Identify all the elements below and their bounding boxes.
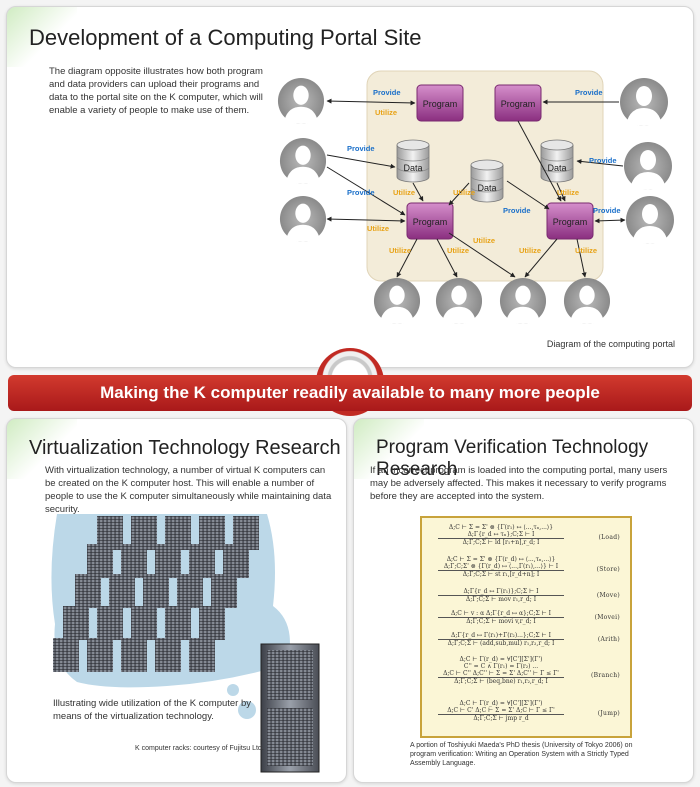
diagram-caption: Diagram of the computing portal	[546, 339, 675, 349]
user-icon	[624, 142, 672, 190]
illustration-caption: Illustrating wide utilization of the K c…	[53, 698, 252, 722]
user-icon	[563, 277, 611, 325]
utilize-label: Utilize	[519, 246, 541, 255]
utilize-label: Utilize	[453, 188, 475, 197]
program-label: Program	[553, 217, 588, 227]
user-icon	[279, 137, 327, 185]
user-icon	[626, 196, 674, 244]
k-computer-rack	[260, 643, 320, 773]
user-icon	[435, 277, 483, 325]
image-credit: K computer racks: courtesy of Fujitsu Lt…	[135, 745, 264, 752]
provide-label: Provide	[347, 188, 375, 197]
utilize-label: Utilize	[393, 188, 415, 197]
data-label: Data	[477, 183, 496, 193]
corner-accent	[7, 419, 77, 479]
data-database-icon	[396, 139, 430, 183]
utilize-label: Utilize	[375, 108, 397, 117]
portal-description: The diagram opposite illustrates how bot…	[49, 66, 263, 116]
program-label: Program	[423, 99, 458, 109]
flow-arrows	[326, 98, 626, 278]
cloud-bubble	[227, 684, 239, 696]
portal-panel: Development of a Computing Portal Site T…	[6, 6, 694, 368]
verification-panel: Program Verification Technology Research…	[353, 418, 694, 783]
rule-store: Δ;C ⊢ Σ = Σ' ⊗ {Γ(r_d) ↦ ⟨...,τₙ,...⟩}Δ;…	[428, 556, 624, 586]
server-rack-grid	[53, 516, 259, 672]
cloud-bubble	[238, 701, 256, 719]
utilize-label: Utilize	[473, 236, 495, 245]
utilize-label: Utilize	[367, 224, 389, 233]
provide-label: Provide	[575, 88, 603, 97]
user-icon	[620, 78, 668, 126]
verification-title: Program Verification Technology Research	[376, 437, 649, 480]
computing-portal-diagram: Data Data Data Program Program Program P…	[277, 70, 674, 325]
corner-accent	[354, 419, 424, 479]
user-icon	[373, 277, 421, 325]
virtualization-panel: Virtualization Technology Research With …	[6, 418, 347, 783]
verification-description: If an incorrect program is loaded into t…	[370, 465, 668, 502]
provide-label: Provide	[593, 206, 621, 215]
user-icon	[279, 195, 327, 243]
data-label: Data	[403, 163, 422, 173]
utilize-label: Utilize	[557, 188, 579, 197]
utilize-label: Utilize	[389, 246, 411, 255]
virtual-k-computers-illustration	[51, 514, 320, 773]
virtualization-title: Virtualization Technology Research	[29, 437, 341, 459]
provide-label: Provide	[503, 206, 531, 215]
program-label: Program	[413, 217, 448, 227]
thesis-caption: A portion of Toshiyuki Maeda's PhD thesi…	[410, 742, 633, 767]
data-label: Data	[547, 163, 566, 173]
provide-label: Provide	[347, 144, 375, 153]
program-box	[406, 202, 454, 240]
program-label: Program	[501, 99, 536, 109]
program-box	[546, 202, 594, 240]
utilize-label: Utilize	[447, 246, 469, 255]
rule-branch: Δ;C ⊢ Γ(r_d) = ∀[C'][Σ'](Γ')C'' = C ∧ Γ(…	[428, 656, 624, 694]
corner-accent	[7, 7, 77, 67]
virtualization-description: With virtualization technology, a number…	[45, 465, 332, 515]
rule-load: Δ;C ⊢ Σ = Σ' ⊗ {Γ(r₁) ↦ ⟨...,τₙ,...⟩}Δ;Γ…	[428, 524, 624, 554]
typing-rules-excerpt: Δ;C ⊢ Σ = Σ' ⊗ {Γ(r₁) ↦ ⟨...,τₙ,...⟩}Δ;Γ…	[420, 516, 632, 738]
user-icon	[277, 77, 325, 125]
data-database-icon	[540, 139, 574, 183]
utilize-label: Utilize	[575, 246, 597, 255]
user-icon	[499, 277, 547, 325]
provide-label: Provide	[373, 88, 401, 97]
provide-label: Provide	[589, 156, 617, 165]
rule-jump: Δ;C ⊢ Γ(r_d) = ∀[C'][Σ'](Γ')Δ;C ⊢ C' Δ;C…	[428, 700, 624, 730]
headline-banner: Making the K computer readily available …	[8, 375, 692, 411]
portal-title: Development of a Computing Portal Site	[29, 25, 422, 50]
data-database-icon	[470, 159, 504, 203]
program-box	[416, 84, 464, 122]
